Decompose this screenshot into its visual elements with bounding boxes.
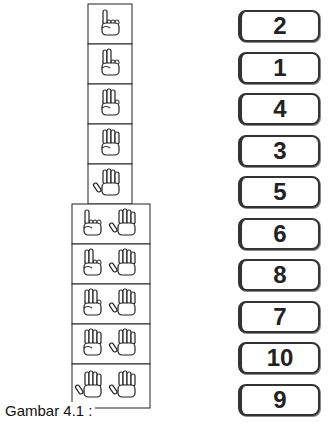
number-box: 5 [238, 176, 320, 208]
number-label: 4 [273, 97, 286, 121]
number-box: 1 [238, 52, 320, 84]
number-box: 3 [238, 135, 320, 167]
number-label: 7 [273, 305, 286, 329]
number-label: 6 [273, 222, 286, 246]
number-box: 7 [238, 301, 320, 333]
number-label: 1 [273, 56, 286, 80]
number-box: 6 [238, 218, 320, 250]
number-box: 10 [238, 342, 320, 374]
number-box: 4 [238, 93, 320, 125]
number-label: 3 [273, 139, 286, 163]
number-label: 2 [273, 14, 286, 38]
figure-caption: Gambar 4.1 : [3, 402, 95, 420]
number-label: 9 [273, 388, 286, 412]
number-label: 8 [273, 263, 286, 287]
number-box: 8 [238, 259, 320, 291]
number-box: 2 [238, 10, 320, 42]
number-box: 9 [238, 384, 320, 416]
number-label: 5 [273, 180, 286, 204]
number-label: 10 [267, 346, 294, 370]
